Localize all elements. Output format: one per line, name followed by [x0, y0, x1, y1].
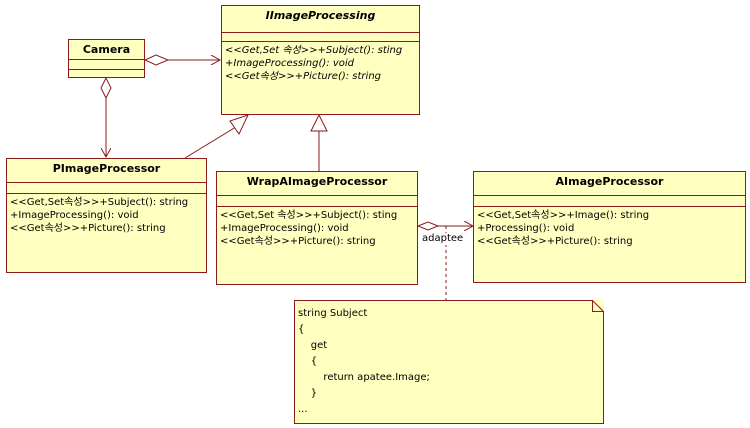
note-line: ...	[298, 404, 308, 415]
operation: <<Get속성>>+Picture(): string	[477, 236, 633, 247]
note-line: }	[298, 388, 318, 399]
operation: <<Get,Set속성>>+Image(): string	[477, 210, 650, 221]
attributes-compartment	[222, 33, 419, 42]
note-line: string Subject	[298, 308, 368, 319]
note-line: get	[298, 340, 328, 351]
attributes-compartment	[69, 60, 144, 70]
class-wrapaimageprocessor[interactable]: WrapAImageProcessor <<Get,Set 속성>>+Subje…	[216, 171, 418, 285]
note[interactable]: string Subject { get { return apatee.Ima…	[294, 300, 604, 424]
operation: +ImageProcessing(): void	[225, 58, 355, 69]
note-line: {	[298, 356, 318, 367]
association-role-label: adaptee	[422, 233, 464, 245]
generalization-wrapaimageprocessor	[310, 113, 328, 171]
class-camera[interactable]: Camera	[68, 39, 145, 78]
operation: <<Get,Set 속성>>+Subject(): sting	[220, 210, 398, 221]
operation: <<Get속성>>+Picture(): string	[225, 71, 382, 82]
operations-compartment: <<Get,Set 속성>>+Subject(): sting +ImagePr…	[217, 207, 417, 248]
note-border	[294, 300, 604, 424]
operation: +ImageProcessing(): void	[10, 210, 139, 221]
attributes-compartment	[217, 196, 417, 207]
class-iimageprocessing[interactable]: IImageProcessing <<Get,Set 속성>>+Subject(…	[221, 5, 420, 115]
class-name: WrapAImageProcessor	[217, 172, 417, 196]
operation: <<Get속성>>+Picture(): string	[10, 223, 166, 234]
operation: <<Get속성>>+Picture(): string	[220, 236, 376, 247]
class-pimageprocessor[interactable]: PImageProcessor <<Get,Set속성>>+Subject():…	[6, 158, 207, 273]
class-name: PImageProcessor	[7, 159, 206, 183]
class-name: AImageProcessor	[474, 172, 745, 196]
operation: +ImageProcessing(): void	[220, 223, 349, 234]
note-line: return apatee.Image;	[298, 372, 430, 383]
operations-compartment: <<Get,Set 속성>>+Subject(): sting +ImagePr…	[222, 42, 419, 83]
operations-compartment: <<Get,Set속성>>+Image(): string +Processin…	[474, 207, 745, 248]
aggregation-camera-iimageprocessing	[143, 54, 220, 66]
operation: +Processing(): void	[477, 223, 575, 234]
operation: <<Get,Set속성>>+Subject(): string	[10, 197, 189, 208]
note-line: {	[298, 324, 305, 335]
operation: <<Get,Set 속성>>+Subject(): sting	[225, 45, 403, 56]
class-aimageprocessor[interactable]: AImageProcessor <<Get,Set속성>>+Image(): s…	[473, 171, 746, 283]
generalization-pimageprocessor	[184, 114, 249, 159]
association-adaptee	[416, 222, 473, 230]
class-name: Camera	[69, 40, 144, 60]
attributes-compartment	[474, 196, 745, 207]
attributes-compartment	[7, 183, 206, 194]
class-name: IImageProcessing	[222, 6, 419, 33]
aggregation-camera-pimageprocessor	[100, 76, 112, 157]
operations-compartment: <<Get,Set속성>>+Subject(): string +ImagePr…	[7, 194, 206, 235]
